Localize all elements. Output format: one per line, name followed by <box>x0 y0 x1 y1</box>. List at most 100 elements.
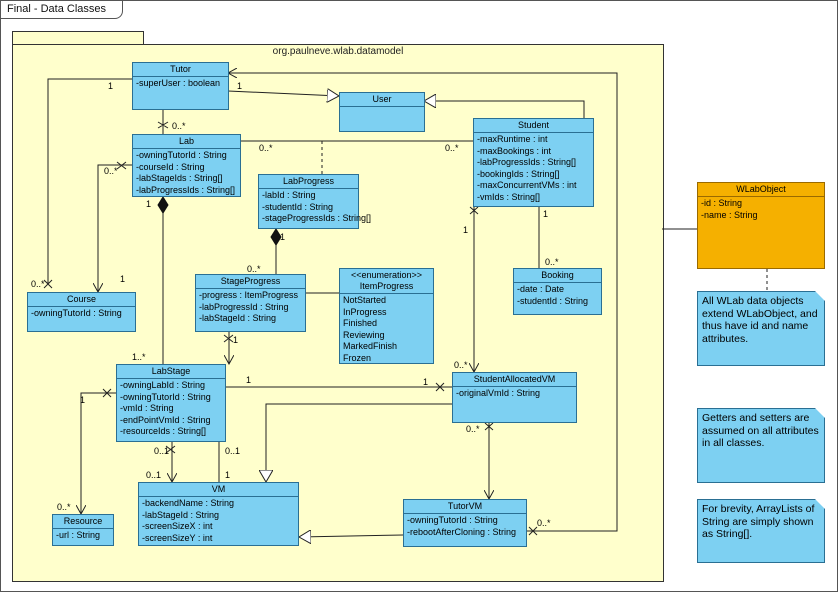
assoc-tutor-course <box>47 79 132 284</box>
mult-label: 0..* <box>259 143 273 153</box>
class-labstage[interactable]: LabStage -owningLabId : String -owningTu… <box>116 364 226 442</box>
mult-label: 1 <box>146 199 152 209</box>
gen-tutorvm-vm <box>299 535 404 537</box>
class-wlabobject[interactable]: WLabObject -id : String -name : String <box>697 182 825 269</box>
class-vm-attr: -backendName : String <box>142 498 235 508</box>
enum-literal: NotStarted <box>343 295 387 305</box>
class-course[interactable]: Course -owningTutorId : String <box>27 292 136 332</box>
class-tutor-name: Tutor <box>133 63 228 77</box>
class-vm-attr: -screenSizeY : int <box>142 532 213 543</box>
mult-label: 0..1 <box>146 470 162 480</box>
class-booking-attr: -date : Date <box>517 284 565 294</box>
class-tutorvm-name: TutorVM <box>404 500 526 514</box>
class-labstage-attr: -owningLabId : String <box>120 380 206 390</box>
class-labstage-name: LabStage <box>117 365 225 379</box>
class-lab-attr: -owningTutorId : String <box>136 150 227 160</box>
mult-label: 1 <box>120 274 126 284</box>
mult-label: 0..* <box>172 121 186 131</box>
class-tutorvm-attr: -rebootAfterCloning : String <box>407 526 517 537</box>
mult-label: 0..* <box>466 424 480 434</box>
class-course-attr: -owningTutorId : String <box>31 308 122 318</box>
mult-label: 1 <box>108 81 114 91</box>
mult-label: 0..* <box>31 279 45 289</box>
class-labprogress-attr: -studentId : String <box>262 201 334 212</box>
mult-label: 1 <box>543 209 549 219</box>
mult-label: 0..* <box>545 257 559 267</box>
class-tutorvm[interactable]: TutorVM -owningTutorId : String -rebootA… <box>403 499 527 547</box>
note-accessors: Getters and setters are assumed on all a… <box>697 408 825 483</box>
class-wlabobject-attr: -id : String <box>701 198 743 208</box>
mult-label: 0..* <box>537 518 551 528</box>
mult-label: 1 <box>246 375 252 385</box>
mult-label: 1 <box>80 395 86 405</box>
package-name: org.paulneve.wlab.datamodel <box>272 46 404 57</box>
class-studentallocatedvm-attr: -originalVmId : String <box>456 388 541 398</box>
class-booking-name: Booking <box>514 269 601 283</box>
class-student-attr: -maxBookings : int <box>477 145 552 156</box>
gen-student-user <box>424 101 585 118</box>
class-student-attr: -labProgressIds : String[] <box>477 157 577 167</box>
class-lab-name: Lab <box>133 135 240 149</box>
enum-literal: MarkedFinish <box>343 341 398 351</box>
class-lab-attr: -labStageIds : String[] <box>136 173 223 183</box>
class-wlabobject-name: WLabObject <box>698 183 824 197</box>
mult-label: 1 <box>463 225 469 235</box>
mult-label: 1 <box>237 81 243 91</box>
class-lab-attr: -courseId : String <box>136 161 205 172</box>
class-booking-attr: -studentId : String <box>517 295 589 306</box>
note-inheritance: All WLab data objects extend WLabObject,… <box>697 291 825 366</box>
note-arrays: For brevity, ArrayLists of String are si… <box>697 499 825 563</box>
class-resource-name: Resource <box>53 515 113 529</box>
enum-itemprogress-title: <<enumeration>> ItemProgress <box>340 269 433 294</box>
class-student[interactable]: Student -maxRuntime : int -maxBookings :… <box>473 118 594 207</box>
class-labstage-attr: -resourceIds : String[] <box>120 426 207 436</box>
class-vm-attr: -screenSizeX : int <box>142 521 213 531</box>
class-stageprogress-attr: -progress : ItemProgress <box>199 290 299 300</box>
class-labprogress-attr: -labId : String <box>262 190 316 200</box>
assoc-tutorvm-tutor <box>228 73 618 532</box>
class-vm-name: VM <box>139 483 298 497</box>
class-vm[interactable]: VM -backendName : String -labStageId : S… <box>138 482 299 546</box>
class-studentallocatedvm[interactable]: StudentAllocatedVM -originalVmId : Strin… <box>452 372 577 423</box>
class-resource-attr: -url : String <box>56 530 101 540</box>
enum-stereotype: <<enumeration>> <box>350 270 423 280</box>
class-labprogress[interactable]: LabProgress -labId : String -studentId :… <box>258 174 371 229</box>
gen-sav-vm <box>266 403 452 482</box>
class-user[interactable]: User <box>339 92 425 132</box>
class-user-name: User <box>340 93 424 107</box>
enum-itemprogress[interactable]: <<enumeration>> ItemProgress NotStarted … <box>339 268 434 364</box>
class-labstage-attr: -vmId : String <box>120 403 174 413</box>
class-labstage-attr: -endPointVmId : String <box>120 414 211 425</box>
enum-literal: Frozen <box>343 352 372 363</box>
enum-itemprogress-name: ItemProgress <box>359 281 414 291</box>
mult-label: 0..* <box>57 502 71 512</box>
mult-label: 0..* <box>247 264 261 274</box>
class-tutor-attr: -superUser : boolean <box>136 78 221 88</box>
class-stageprogress[interactable]: StageProgress -progress : ItemProgress -… <box>195 274 306 332</box>
class-booking[interactable]: Booking -date : Date -studentId : String <box>513 268 602 315</box>
class-stageprogress-name: StageProgress <box>196 275 305 289</box>
class-vm-attr: -labStageId : String <box>142 509 220 520</box>
class-labprogress-name: LabProgress <box>259 175 358 189</box>
assoc-lab-course <box>98 164 132 292</box>
class-tutor[interactable]: Tutor -superUser : boolean <box>132 62 229 110</box>
mult-label: 1 <box>280 232 286 242</box>
mult-label: 0..* <box>445 143 459 153</box>
class-studentallocatedvm-name: StudentAllocatedVM <box>453 373 576 387</box>
class-course-name: Course <box>28 293 135 307</box>
class-student-name: Student <box>474 119 593 133</box>
class-resource[interactable]: Resource -url : String <box>52 514 114 546</box>
class-lab[interactable]: Lab -owningTutorId : String -courseId : … <box>132 134 241 197</box>
class-student-attr: -vmIds : String[] <box>477 191 541 202</box>
enum-literal: Reviewing <box>343 329 385 340</box>
class-student-attr: -bookingIds : String[] <box>477 168 560 179</box>
mult-label: 1 <box>233 335 239 345</box>
gen-tutor-user <box>227 91 339 96</box>
mult-label: 0..* <box>454 360 468 370</box>
assoc-labstage-resource <box>81 392 116 514</box>
class-wlabobject-attr: -name : String <box>701 209 758 220</box>
enum-literal: Finished <box>343 318 378 328</box>
class-tutorvm-attr: -owningTutorId : String <box>407 515 498 525</box>
x-marks <box>43 121 538 536</box>
